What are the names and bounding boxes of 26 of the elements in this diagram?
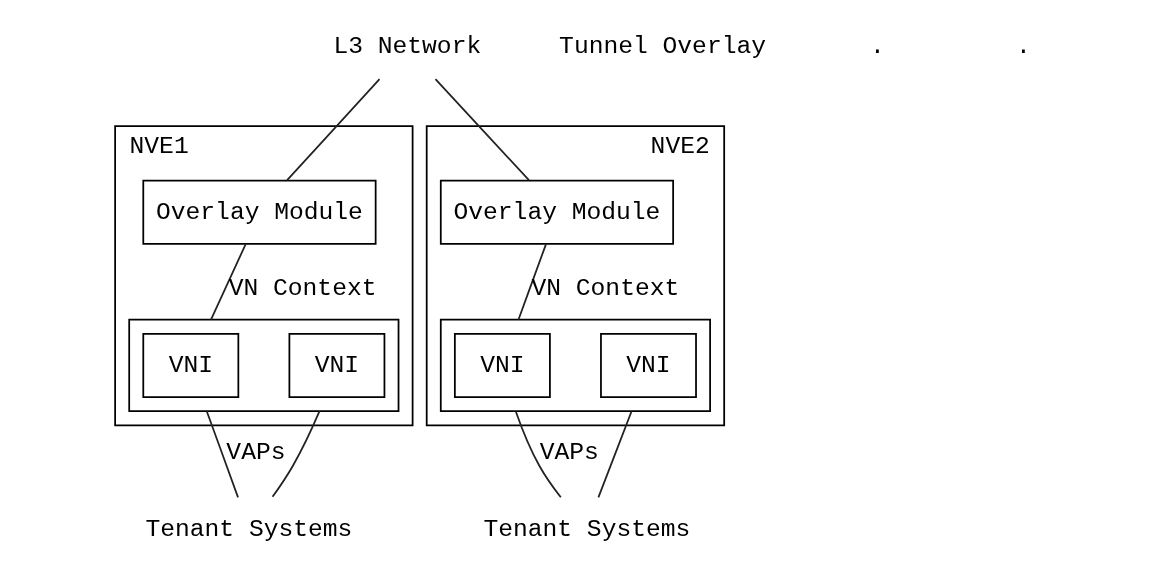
connector [205, 410, 239, 499]
connector [209, 243, 246, 321]
cluster [127, 318, 399, 413]
connector [285, 78, 380, 182]
label: . [869, 32, 885, 61]
node-box: VNI [141, 332, 239, 398]
label: . [1015, 32, 1031, 61]
connector [514, 410, 562, 499]
cluster [439, 318, 711, 413]
node-box: VNI [599, 332, 697, 398]
node-box: VNI [453, 332, 551, 398]
node-text: Tenant Systems [482, 514, 690, 543]
edge-label: VAPs [539, 438, 599, 467]
node-box: Overlay Module [439, 179, 674, 245]
label: Tunnel Overlay [558, 32, 766, 61]
connector [271, 410, 320, 498]
node-text: Tenant Systems [144, 514, 352, 543]
node-box: VNI [288, 332, 385, 398]
connector [517, 243, 547, 321]
edge-label: VN Context [530, 274, 679, 303]
node-box: Overlay Module [141, 179, 377, 245]
connector [597, 410, 632, 499]
connector [434, 78, 530, 182]
edge-label: VAPs [225, 438, 286, 467]
node-text: L3 Network [332, 32, 481, 61]
edge-label: VN Context [228, 274, 376, 303]
